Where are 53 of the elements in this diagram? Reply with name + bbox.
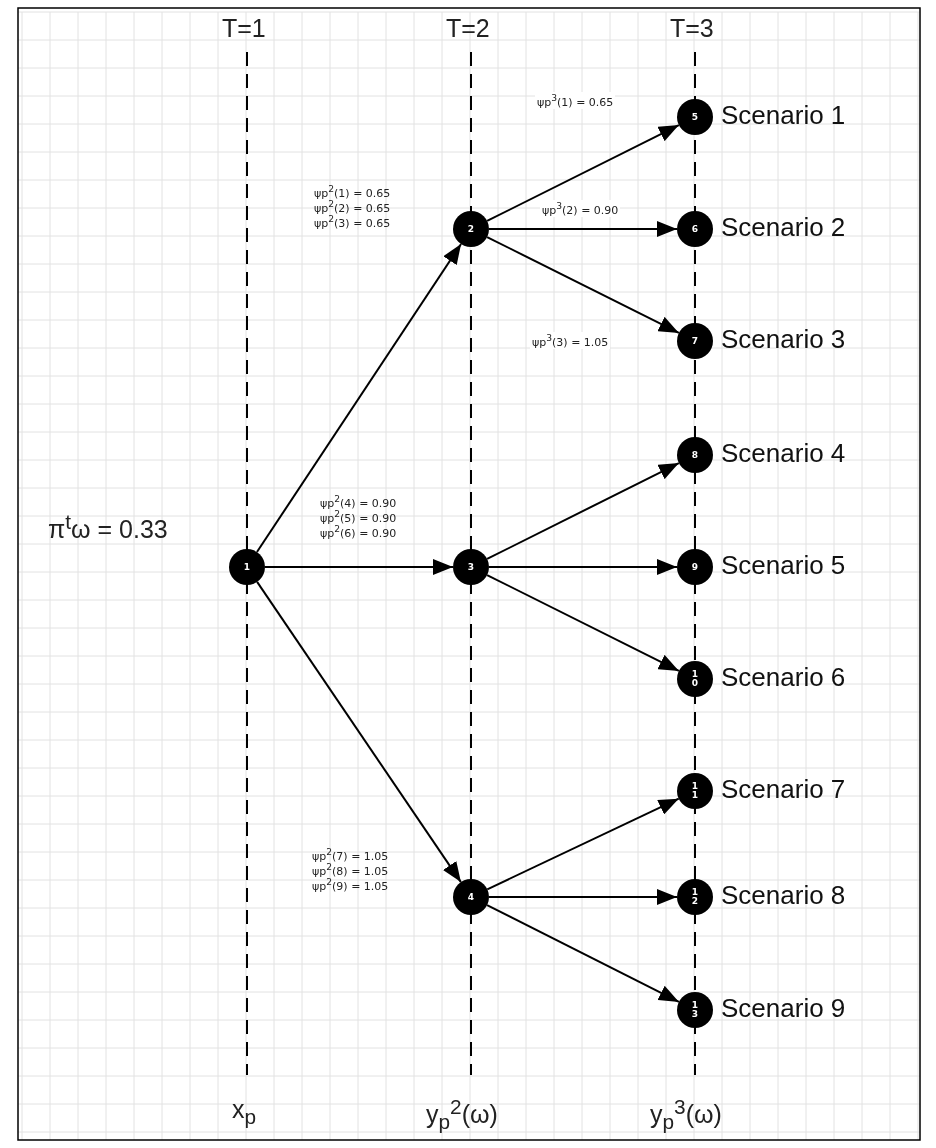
- scenario-label: Scenario 8: [721, 880, 846, 911]
- arrow: [486, 904, 680, 1003]
- node-circle: 2: [453, 211, 489, 247]
- arrow: [486, 236, 680, 334]
- time-heading: T=1: [222, 14, 266, 43]
- variable-label: y$_{p}$$^{3}$(ω): [650, 1095, 722, 1135]
- scenario-label: Scenario 4: [721, 438, 846, 469]
- node-circle: 12: [677, 879, 713, 915]
- edge-label: ψp$^{3}$(3) = 1.05: [530, 332, 611, 349]
- arrow: [488, 221, 678, 237]
- arrow: [488, 889, 678, 905]
- arrow: [486, 797, 680, 891]
- edge-label: ψp$^{3}$(2) = 0.90: [540, 200, 621, 217]
- probability-label: ψp$^{2}$(1) = 0.65: [314, 183, 391, 200]
- edge-label: ψp$^{3}$(1) = 0.65: [535, 92, 616, 109]
- node-circle: 4: [453, 879, 489, 915]
- arrow: [255, 243, 463, 553]
- time-heading: T=2: [446, 14, 490, 43]
- scenario-label: Scenario 7: [721, 774, 846, 805]
- arrow: [264, 559, 454, 575]
- node-circle: 13: [677, 992, 713, 1028]
- node-circle: 9: [677, 549, 713, 585]
- scenario-label: Scenario 2: [721, 212, 846, 243]
- node-circle: 10: [677, 661, 713, 697]
- arrow: [486, 462, 680, 560]
- scenario-label: Scenario 1: [721, 100, 846, 131]
- node-circle: 8: [677, 437, 713, 473]
- arrow: [486, 574, 680, 672]
- probability-label: ψp$^{2}$(6) = 0.90: [320, 523, 397, 542]
- node-circle: 5: [677, 99, 713, 135]
- arrow: [256, 580, 462, 884]
- probability-label: ψp$^{2}$(5) = 0.90: [320, 508, 397, 525]
- node-circle: 3: [453, 549, 489, 585]
- scenario-label: Scenario 5: [721, 550, 846, 581]
- probability-label: ψp$^{2}$(8) = 1.05: [312, 861, 389, 878]
- node-circle: 11: [677, 773, 713, 809]
- scenario-label: Scenario 9: [721, 993, 846, 1024]
- node-circle: 7: [677, 323, 713, 359]
- probability-label: ψp$^{2}$(7) = 1.05: [312, 846, 389, 863]
- probability-label: ψp$^{2}$(3) = 0.65: [314, 213, 391, 232]
- probability-label: ψp$^{2}$(9) = 1.05: [312, 876, 389, 895]
- node-circle: 1: [229, 549, 265, 585]
- time-heading: T=3: [670, 14, 714, 43]
- scenario-label: Scenario 6: [721, 662, 846, 693]
- variable-label: y$_{p}$$^{2}$(ω): [426, 1095, 498, 1135]
- node-circle: 6: [677, 211, 713, 247]
- scenario-label: Scenario 3: [721, 324, 846, 355]
- arrow: [488, 559, 678, 575]
- probability-label: ψp$^{2}$(2) = 0.65: [314, 198, 391, 215]
- variable-label: x$_{p}$: [232, 1095, 257, 1129]
- probability-label: ψp$^{2}$(4) = 0.90: [320, 493, 397, 510]
- probability-label: π$^{t}$ω = 0.33: [48, 510, 168, 545]
- arrow: [486, 124, 680, 222]
